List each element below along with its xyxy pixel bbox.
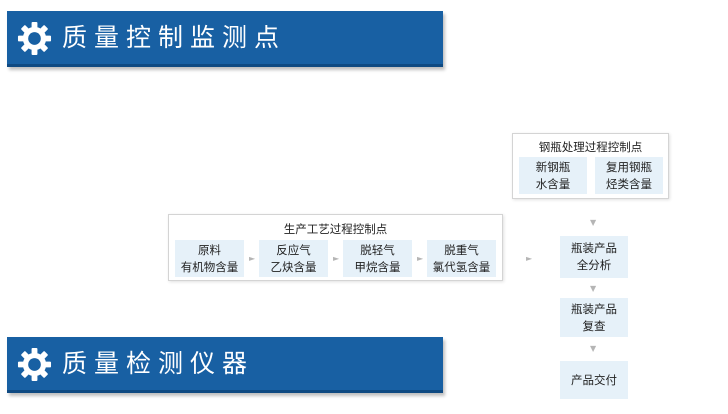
node-new-cylinder-water: 新钢瓶 水含量 — [519, 157, 587, 194]
section-title: 质量检测仪器 — [62, 349, 255, 378]
group-title: 钢瓶处理过程控制点 — [538, 140, 643, 154]
gear-icon — [17, 347, 52, 382]
node-line: 脱重气 — [444, 242, 479, 257]
node-bottled-full-analysis: 瓶装产品 全分析 — [560, 236, 628, 278]
node-line: 瓶装产品 — [571, 241, 617, 255]
process-control-group: 生产工艺过程控制点 原料 有机物含量 ► 反应气 乙炔含量 ► 脱轻气 甲烷含量… — [168, 214, 503, 281]
node-light-removal-gas: 脱轻气 甲烷含量 — [343, 240, 412, 277]
section-banner-quality-instruments: 质量检测仪器 — [7, 337, 443, 393]
node-line: 乙炔含量 — [270, 259, 317, 274]
arrow-down-icon: ▼ — [590, 344, 597, 353]
node-product-delivery: 产品交付 — [560, 361, 628, 399]
node-reaction-gas: 反应气 乙炔含量 — [259, 240, 328, 277]
node-line: 新钢瓶 — [535, 159, 571, 174]
node-line: 甲烷含量 — [354, 259, 401, 274]
node-line: 脱轻气 — [360, 242, 395, 257]
arrow-right-icon: ► — [417, 254, 424, 263]
arrow-right-icon: ► — [333, 254, 340, 263]
arrow-down-icon: ▼ — [590, 218, 597, 227]
section-banner-quality-control: 质量控制监测点 — [7, 11, 443, 67]
node-line: 原料 — [198, 242, 221, 257]
group-title: 生产工艺过程控制点 — [283, 222, 388, 236]
node-bottled-recheck: 瓶装产品 复查 — [560, 298, 628, 337]
gear-icon — [17, 21, 52, 56]
node-line: 全分析 — [576, 258, 612, 272]
node-line: 产品交付 — [571, 372, 617, 387]
node-line: 氯代氢含量 — [432, 259, 491, 274]
section-title: 质量控制监测点 — [62, 23, 287, 52]
node-line: 复查 — [582, 318, 606, 333]
node-raw-material: 原料 有机物含量 — [175, 240, 244, 277]
node-line: 有机物含量 — [180, 259, 239, 274]
node-line: 反应气 — [276, 242, 311, 257]
node-line: 瓶装产品 — [571, 301, 617, 316]
arrow-right-icon: ► — [526, 254, 533, 263]
node-heavy-removal-gas: 脱重气 氯代氢含量 — [427, 240, 496, 277]
cylinder-control-group: 钢瓶处理过程控制点 新钢瓶 水含量 复用钢瓶 烃类含量 — [512, 133, 669, 199]
arrow-right-icon: ► — [249, 254, 256, 263]
node-line: 烃类含量 — [606, 176, 652, 191]
node-reused-cylinder-hydrocarbon: 复用钢瓶 烃类含量 — [595, 157, 663, 194]
arrow-down-icon: ▼ — [590, 284, 597, 293]
node-line: 水含量 — [535, 176, 571, 191]
node-line: 复用钢瓶 — [606, 159, 652, 174]
